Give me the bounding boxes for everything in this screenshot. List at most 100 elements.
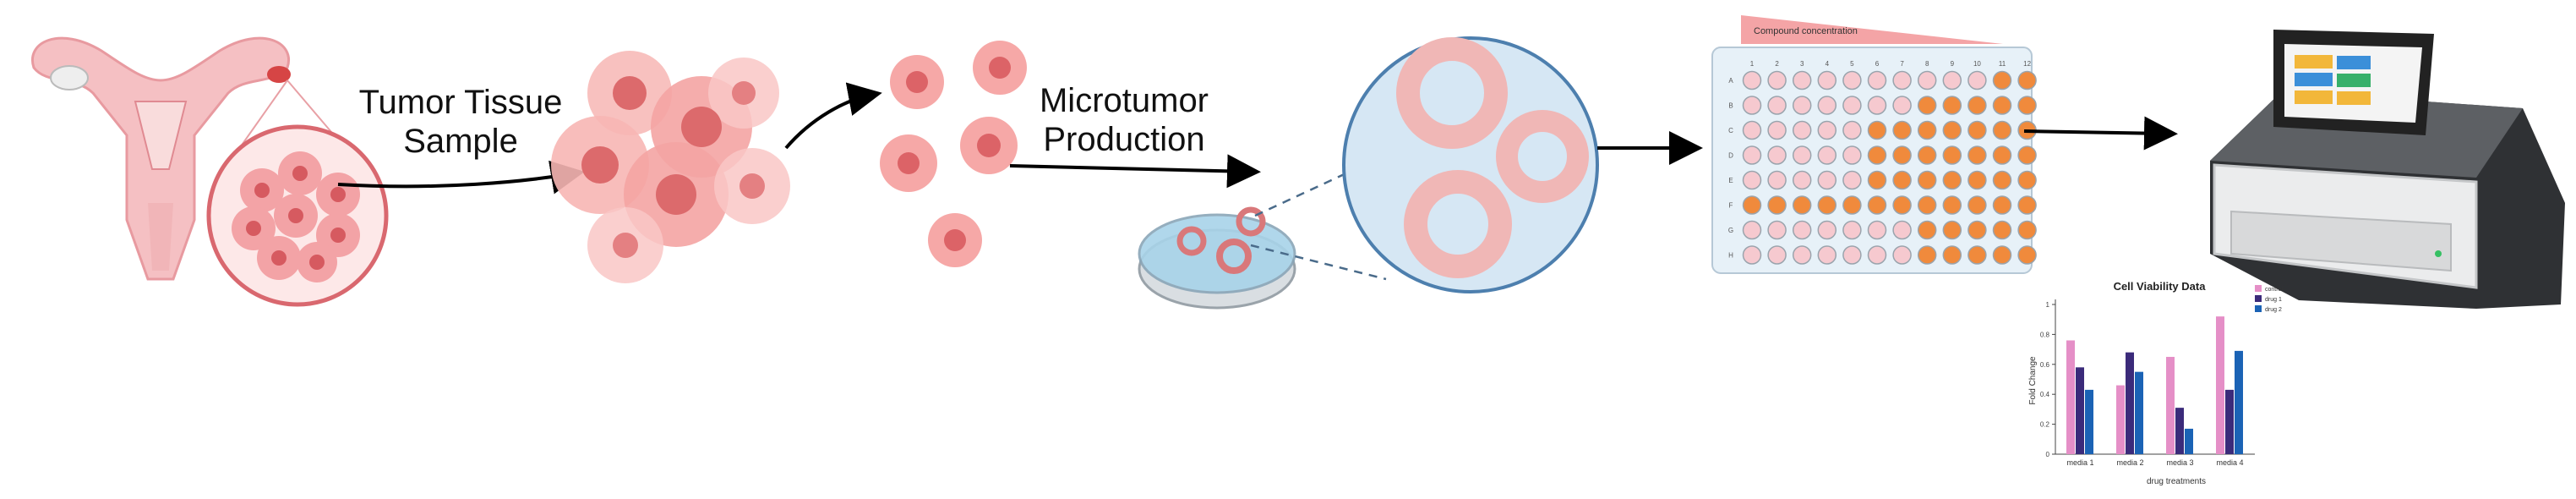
- plate-well: [1917, 220, 1937, 240]
- plate-well: [1867, 120, 1887, 140]
- chart-bar: [2085, 389, 2093, 454]
- microtumor-label-line2: Production: [1043, 121, 1205, 158]
- plate-well: [1767, 120, 1787, 140]
- plate-well: [1867, 145, 1887, 165]
- plate-well: [1942, 220, 1962, 240]
- plate-column-label: 9: [1951, 60, 1955, 68]
- plate-well: [1792, 96, 1812, 115]
- concentration-gradient-wedge: [1741, 15, 2003, 44]
- plate-well: [1867, 245, 1887, 265]
- plate-column-label: 11: [1999, 60, 2006, 68]
- plate-well: [1917, 245, 1937, 265]
- plate-column-label: 12: [2023, 60, 2031, 68]
- chart-legend-swatch: [2255, 305, 2262, 312]
- plate-well: [1967, 245, 1987, 265]
- chart-bar: [2166, 356, 2175, 454]
- plate-well: [1917, 70, 1937, 90]
- plate-well: [1967, 70, 1987, 90]
- plate-well: [2017, 170, 2037, 190]
- plate-row-label: F: [1729, 202, 1733, 210]
- chart-x-tick-label: media 4: [2216, 458, 2243, 467]
- plate-well: [1892, 145, 1912, 165]
- plate-well: [1792, 195, 1812, 215]
- tumor-zoom-circle: [206, 80, 389, 307]
- plate-well: [1842, 145, 1862, 165]
- plate-well: [1942, 170, 1962, 190]
- arrow-mass-to-microtumors: [784, 82, 882, 150]
- plate-well: [1842, 245, 1862, 265]
- chart-x-tick-label: media 1: [2066, 458, 2093, 467]
- plate-well: [1967, 96, 1987, 115]
- plate-well: [1817, 96, 1837, 115]
- chart-bar: [2066, 340, 2075, 454]
- plate-well: [1942, 245, 1962, 265]
- chart-y-tick-label: 0.6: [2040, 361, 2050, 369]
- cell-viability-chart: Cell Viability Data Fold Change drug tre…: [2028, 280, 2283, 486]
- plate-well: [1817, 245, 1837, 265]
- plate-well: [1992, 245, 2012, 265]
- plate-well: [1867, 70, 1887, 90]
- plate-well: [1767, 220, 1787, 240]
- plate-well: [1817, 170, 1837, 190]
- plate-well: [1892, 220, 1912, 240]
- zoom-line-bottom: [1250, 244, 1387, 281]
- plate-well: [2017, 245, 2037, 265]
- uterus-illustration: [31, 36, 291, 281]
- plate-column-label: 8: [1925, 60, 1929, 68]
- plate-well: [1767, 170, 1787, 190]
- plate-well: [1942, 120, 1962, 140]
- plate-well: [1792, 145, 1812, 165]
- plate-row-label: C: [1728, 127, 1733, 134]
- plate-well: [1767, 195, 1787, 215]
- chart-legend-swatch: [2255, 285, 2262, 292]
- plate-well: [1742, 220, 1762, 240]
- plate-well: [1742, 170, 1762, 190]
- arrow-to-dish: [1009, 154, 1261, 189]
- plate-row-label: H: [1728, 252, 1733, 260]
- chart-y-axis-label: Fold Change: [2028, 356, 2038, 405]
- plate-row-label: D: [1728, 152, 1733, 160]
- plate-well: [1742, 96, 1762, 115]
- plate-well: [1992, 220, 2012, 240]
- plate-well: [1992, 145, 2012, 165]
- chart-bar: [2225, 389, 2234, 454]
- plate-well: [1792, 170, 1812, 190]
- plate-well: [1842, 220, 1862, 240]
- plate-well: [1867, 195, 1887, 215]
- plate-well: [1992, 96, 2012, 115]
- chart-bar: [2076, 367, 2084, 454]
- plate-well: [2017, 70, 2037, 90]
- chart-bar: [2235, 350, 2243, 454]
- plate-well: [1892, 195, 1912, 215]
- plate-well: [1842, 70, 1862, 90]
- plate-well: [2017, 145, 2037, 165]
- plate-well: [1917, 120, 1937, 140]
- plate-well: [1967, 145, 1987, 165]
- plate-column-label: 6: [1875, 60, 1880, 68]
- plate-well: [1892, 96, 1912, 115]
- plate-well: [1767, 96, 1787, 115]
- plate-well: [1742, 145, 1762, 165]
- chart-legend-swatch: [2255, 295, 2262, 302]
- plate-well: [1942, 70, 1962, 90]
- plate-well: [1842, 195, 1862, 215]
- plate-well: [1917, 96, 1937, 115]
- plate-well: [1867, 220, 1887, 240]
- plate-column-label: 3: [1800, 60, 1804, 68]
- plate-well: [1942, 145, 1962, 165]
- plate-well: [1742, 120, 1762, 140]
- microtumor-cells: [880, 41, 1027, 267]
- plate-well: [1742, 245, 1762, 265]
- microtumor-label-line1: Microtumor: [1039, 82, 1209, 119]
- tumor-cell-mass: [551, 51, 790, 283]
- chart-x-axis-label: drug treatments: [2147, 477, 2206, 486]
- chart-legend-label: drug 2: [2265, 307, 2282, 313]
- chart-bar: [2116, 385, 2125, 454]
- plate-well: [1917, 195, 1937, 215]
- plate-well: [1792, 245, 1812, 265]
- chart-bar: [2175, 408, 2184, 454]
- tumor-tissue-label: Tumor Tissue Sample: [334, 83, 587, 161]
- chart-bar: [2216, 316, 2224, 454]
